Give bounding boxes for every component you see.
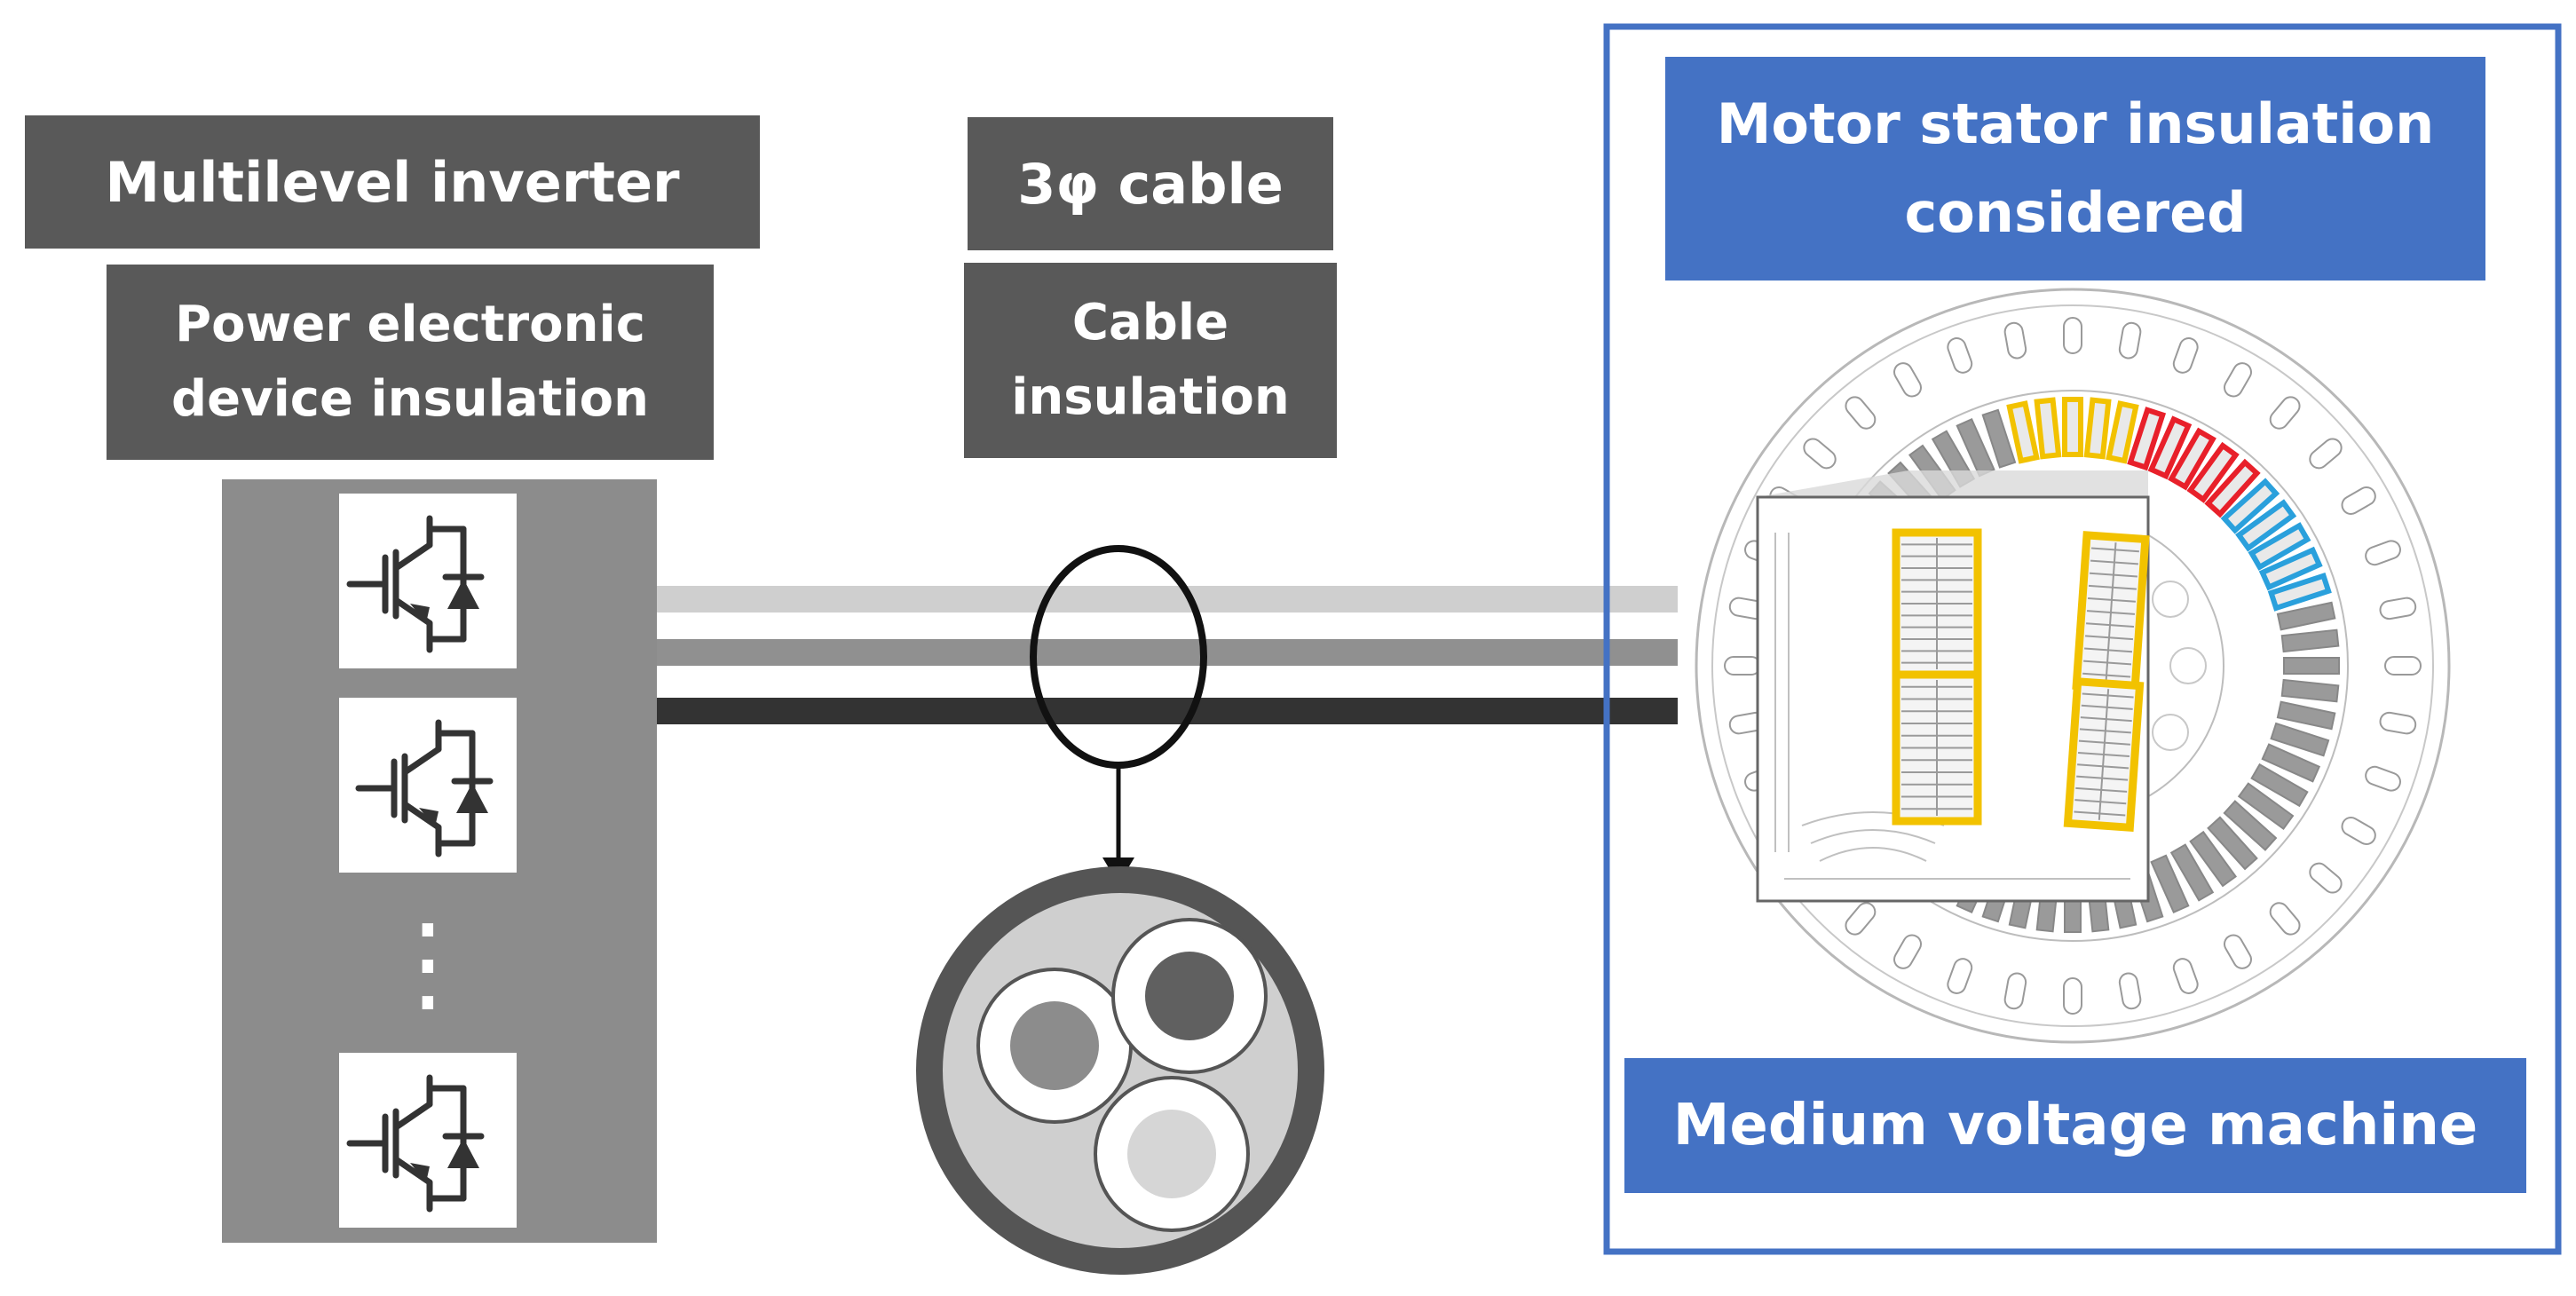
bolt-slot [2341,486,2376,515]
stator-slot [2186,441,2240,503]
stator-slot [2248,522,2311,571]
stator-slot [2062,397,2083,457]
igbt-tile-1 [339,494,517,668]
inverter-title: Multilevel inverter [105,149,680,215]
bolt-slot [2224,362,2252,398]
inverter-subtitle-line2: device insulation [171,370,649,428]
inset-coil-upper-right [2072,531,2150,694]
phase-wire-a [657,586,1678,612]
stator-slot [2127,407,2167,471]
stator-slot [2083,397,2112,460]
bolt-slot [2118,321,2142,360]
inverter-title-box: Multilevel inverter [25,115,760,249]
bolt-slot [2063,977,2082,1015]
motor-title-box: Motor stator insulation considered [1665,57,2485,281]
motor-title-line2: considered [1904,180,2247,245]
stator-slot [2150,854,2190,914]
stator-slot [2250,763,2309,808]
stator-slot [2237,782,2295,831]
stator-slot [2189,830,2238,888]
stator-slot [2223,800,2278,851]
stator-slot [2106,400,2139,464]
motor-title-line1: Motor stator insulation [1716,91,2435,156]
cable-title: 3φ cable [1017,151,1284,217]
inverter-subtitle-box: Power electronic device insulation [107,265,714,460]
cable-title-box: 3φ cable [968,117,1333,250]
stator-slot [1981,408,2017,469]
bolt-slot [2118,972,2142,1010]
inverter-subtitle-line1: Power electronic [175,296,645,353]
cable-subtitle-line2: insulation [1011,368,1290,426]
cable-cross-section [916,866,1324,1275]
stator-slot [2220,478,2280,534]
bolt-slot [2269,396,2301,430]
stator-drawing [1695,288,2451,1044]
stator-slot [2207,816,2258,871]
stator-slot [2235,499,2297,552]
inset-coil-lower-left [1892,670,1982,826]
stator-slot [2034,397,2062,460]
bolt-slot [2063,317,2082,354]
stator-slot [2270,722,2330,757]
bolt-slot [1845,396,1877,430]
stator-slot [2283,657,2340,675]
inset-coil-upper-left [1892,528,1982,679]
bolt-slot [2365,765,2401,792]
bolt-slot [2224,934,2252,969]
inverter-ellipsis: ⋮ [375,901,481,1025]
stator-slot [2258,546,2323,591]
phase-wire-c [657,698,1678,724]
bolt-slot [1947,337,1973,374]
bolt-slot [2384,656,2422,676]
stator-slot [2204,458,2261,518]
bolt-slot [1947,958,1973,994]
stator-slot [2147,415,2193,480]
bolt-slot [2379,711,2417,735]
cable-subtitle-line1: Cable [1071,294,1229,352]
stator-slot [2261,743,2321,783]
stator-slot [2168,427,2216,491]
bolt-slot [2172,958,2199,994]
stator-slot [2280,678,2340,703]
stator-slot [2006,400,2040,464]
igbt-tile-2 [339,698,517,873]
motor-footer-box: Medium voltage machine [1624,1058,2526,1193]
bolt-slot [2172,337,2199,374]
bolt-slot [1845,902,1877,936]
bolt-slot [2269,902,2301,936]
bolt-slot [2309,862,2343,894]
bolt-slot [2365,540,2401,566]
stator-slot [2276,601,2336,631]
igbt-tile-3 [339,1053,517,1228]
bolt-slot [2309,438,2343,470]
phase-wire-b [657,639,1678,666]
bolt-slot [2003,972,2027,1010]
inset-coil-lower-right [2063,676,2145,833]
bolt-slot [2379,597,2417,620]
stator-slot [2276,700,2336,731]
stator-slot [2169,843,2215,902]
bolt-slot [1893,362,1922,398]
bolt-slot [1893,934,1922,969]
bolt-slot [2341,817,2376,845]
bolt-slot [1803,438,1837,470]
stator-slot [2280,628,2340,653]
cable-subtitle-box: Cable insulation [964,263,1337,458]
bolt-slot [2003,321,2027,360]
motor-panel-border [1603,23,2562,1255]
motor-footer: Medium voltage machine [1672,1093,2478,1158]
stator-slot [2267,572,2332,612]
